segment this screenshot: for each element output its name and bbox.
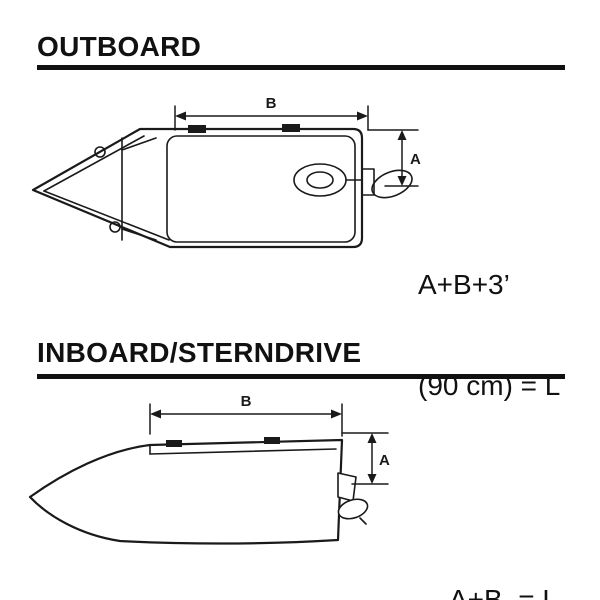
dimension-b-label: B [266,95,277,112]
arrowhead-left [175,111,186,121]
section-title-outboard: OUTBOARD [37,31,202,62]
motor-cowl [371,169,413,199]
dimension-a: A [341,432,390,485]
arrowhead-right [357,111,368,121]
deck-fitting-top [94,146,106,158]
boat-hull-top-view [31,127,364,249]
outboard-motor [293,163,413,199]
section-title-inboard: INBOARD/STERNDRIVE [37,337,362,368]
windshield-line-bottom [121,228,157,241]
formula-line-1: A+B = L [449,584,558,600]
dimension-b: B [149,393,343,437]
arrowhead-right [331,409,342,419]
dimension-a-lines [367,129,419,187]
outboard-boat-diagram: B A [31,95,421,249]
divider-rule-outboard [37,65,565,70]
sterndrive-unit [337,472,369,525]
divider-rule-inboard [37,374,565,379]
dimension-a-label: A [410,151,421,168]
engine-cowling-outer [293,163,347,197]
cockpit-opening [166,135,356,243]
deck-fitting-bottom [109,221,121,233]
arrowhead-up [397,130,407,140]
deck-cleats [188,124,300,133]
drive-bracket [337,472,357,502]
deck-cleats [166,437,280,447]
deck-inner-line [149,448,337,455]
cleat-left [188,125,206,133]
bow-inner-line-bottom [43,190,170,241]
arrowhead-down [367,474,377,484]
hull-profile [28,438,344,545]
inboard-boat-diagram: B A [28,393,390,545]
arrowhead-up [367,433,377,443]
cleat-left [166,440,182,447]
bow-inner-line-top [43,135,145,192]
arrowhead-down [397,176,407,186]
boat-hull-side-view [28,438,344,545]
dimension-a-lines [341,432,389,485]
cleat-right [264,437,280,444]
dimension-b-lines [149,403,343,437]
formula-line-1: A+B+3’ [418,269,510,301]
windshield-line-top [121,137,157,151]
formula-inboard: A+B = L [449,516,558,600]
drive-lower-unit [337,498,369,520]
dimension-b-lines [174,105,369,131]
dimension-b-label: B [241,393,252,410]
dimension-a-label: A [379,452,390,469]
hull-outline [31,127,364,249]
drive-skeg [359,517,367,525]
dimension-a: A [367,129,421,187]
arrowhead-left [150,409,161,419]
cleat-right [282,124,300,132]
dimension-b: B [174,95,369,131]
engine-cowling-inner [306,171,334,189]
